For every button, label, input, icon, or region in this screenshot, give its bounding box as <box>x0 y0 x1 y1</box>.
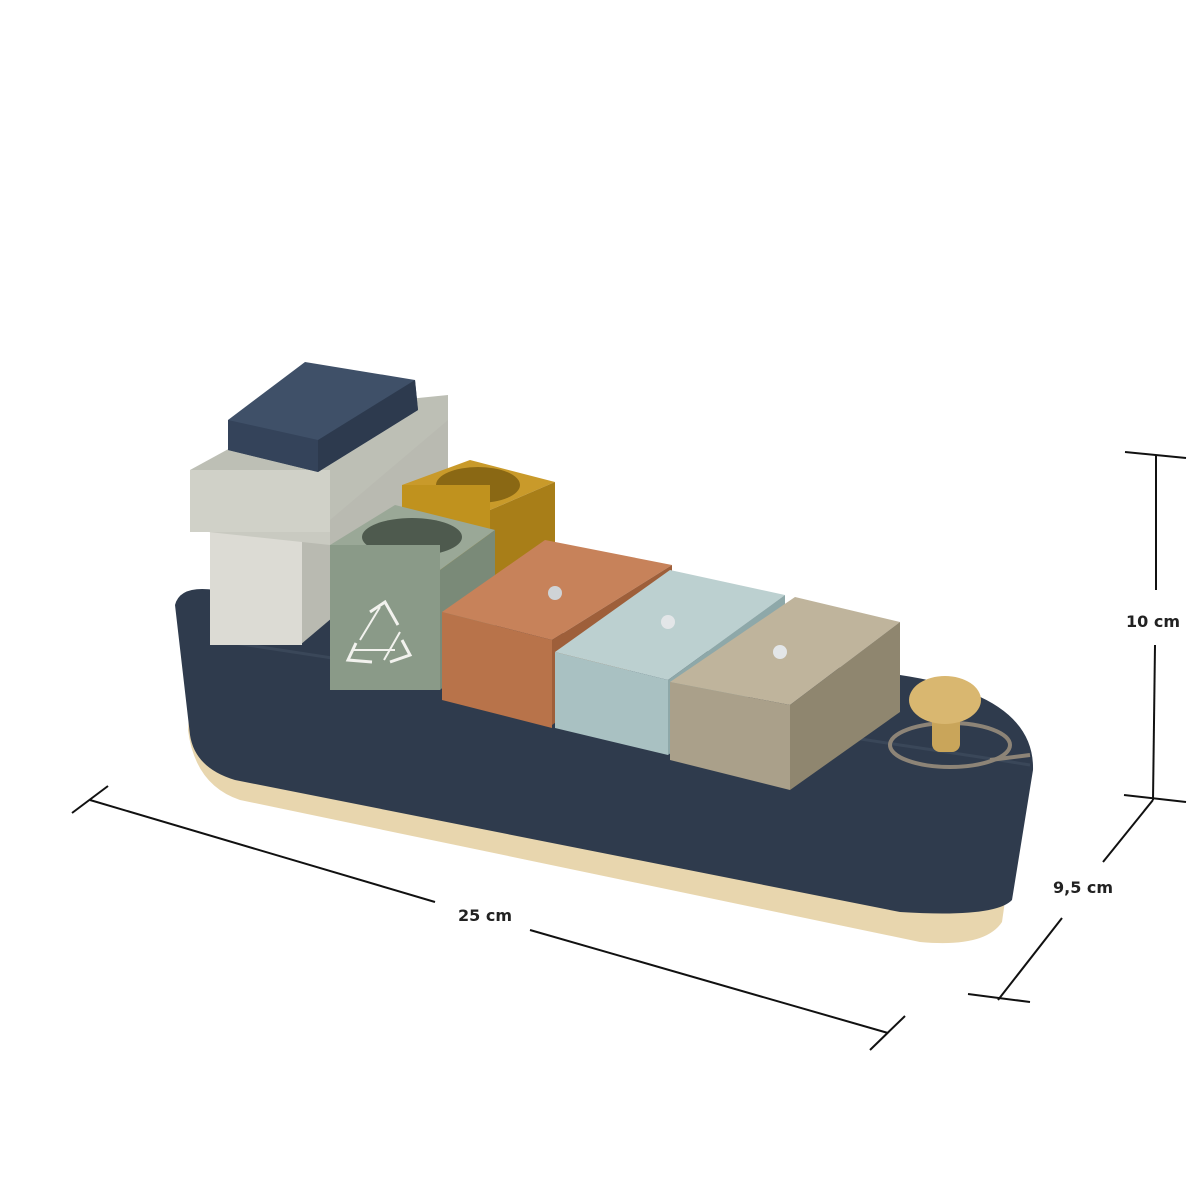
bollard <box>888 676 1031 769</box>
deck-rim <box>214 638 1031 767</box>
container-tan <box>670 597 900 790</box>
dimension-depth <box>967 799 1154 1003</box>
depth-label: 9,5 cm <box>1053 878 1113 897</box>
dimension-length <box>71 785 906 1051</box>
dimension-height <box>1123 451 1187 803</box>
recycle-icon <box>345 599 413 664</box>
length-label: 25 cm <box>458 906 512 925</box>
height-label: 10 cm <box>1126 612 1180 631</box>
